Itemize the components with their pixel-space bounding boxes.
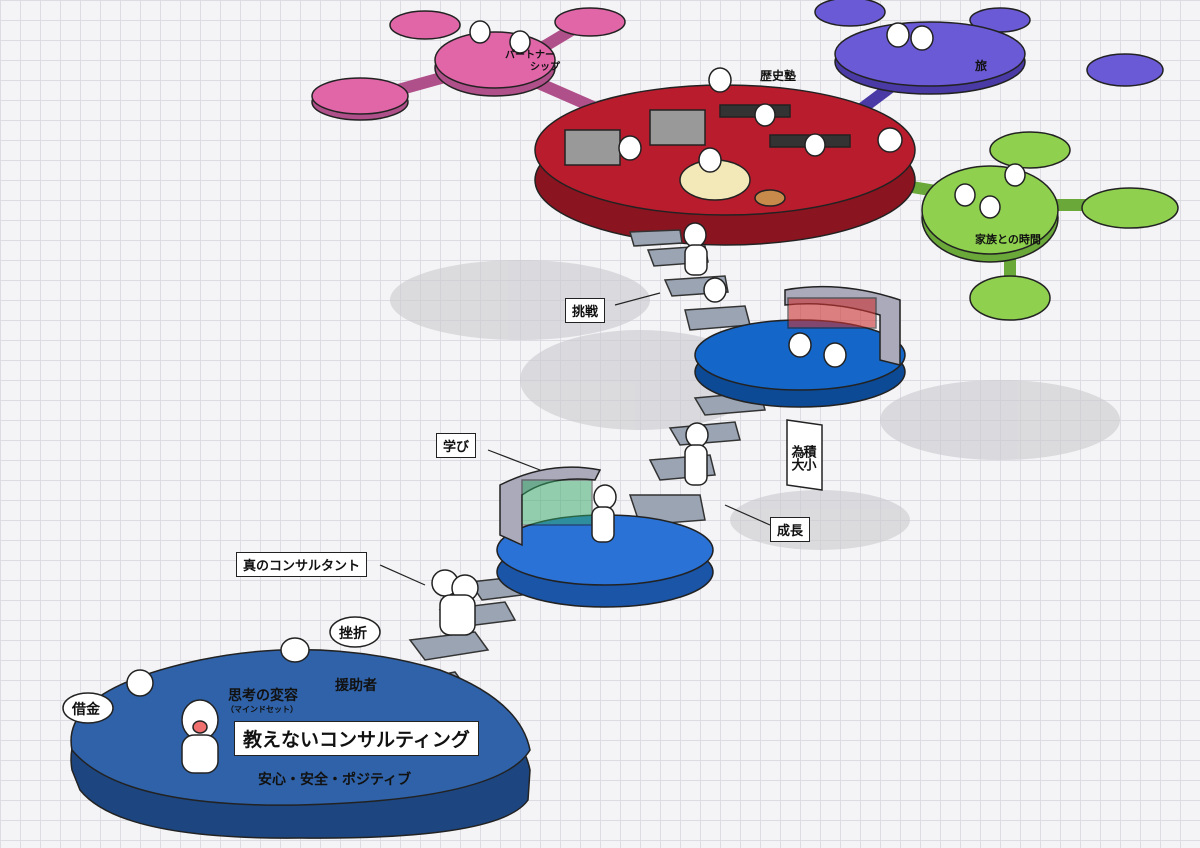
history-label: 歴史塾 (760, 68, 796, 83)
growth-label: 成長 (770, 517, 811, 542)
main-title: 教えないコンサルティング (234, 721, 479, 756)
debt-label: 借金 (71, 701, 101, 718)
partnership-platform (311, 7, 626, 121)
book-text-right: 積小 (801, 444, 818, 472)
mindset-label: 思考の変容 (228, 687, 298, 704)
book-sekisho-idai: 積小 為大 (786, 419, 823, 491)
setback-label: 挫折 (339, 625, 367, 642)
learning-label: 学び (436, 433, 477, 458)
true-consultant-label: 真のコンサルタント (236, 552, 368, 577)
base-motto: 安心・安全・ポジティブ (258, 771, 411, 788)
family-label: 家族との時間 (975, 232, 1041, 246)
challenge-label: 挑戦 (565, 298, 606, 323)
mindset-sub-label: （マインドセット） (226, 704, 298, 714)
travel-platform (814, 0, 1164, 115)
speech-bubbles (62, 616, 381, 724)
center-platform (534, 84, 916, 246)
book-text-left: 為大 (789, 444, 805, 472)
people (126, 20, 1026, 774)
family-platform (899, 131, 1179, 321)
partnership-label-1: パートナー (505, 49, 555, 61)
partnership-label-2: シップ (530, 60, 561, 73)
travel-label: 旅 (975, 58, 987, 73)
helper-label: 援助者 (335, 677, 377, 694)
mid-platform (496, 466, 714, 608)
callout-lines (379, 292, 771, 586)
